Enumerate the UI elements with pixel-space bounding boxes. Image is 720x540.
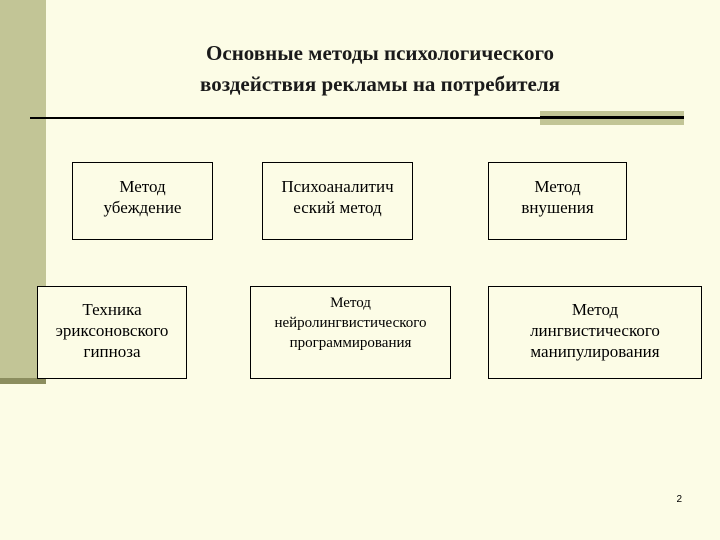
method-box-ericksonian-hypnosis: Техника эриксоновского гипноза [37, 286, 187, 379]
slide-title-line-2: воздействия рекламы на потребителя [200, 72, 560, 96]
method-box-label: Метод [330, 294, 371, 311]
method-box-label: эриксоновского [55, 321, 169, 340]
method-box-label: внушения [521, 198, 594, 217]
method-box-label: убеждение [103, 198, 182, 217]
method-box-label: Техника [82, 300, 142, 319]
method-box-label: Метод [534, 177, 581, 196]
method-box-label: Метод [119, 177, 166, 196]
method-box-label: Метод [571, 300, 619, 319]
method-box-persuasion: Метод убеждение [72, 162, 213, 240]
page-number: 2 [676, 494, 682, 505]
slide-title: Основные методы психологического воздейс… [100, 38, 660, 100]
method-box-linguistic-manipulation: Метод лингвистического манипулирования [488, 286, 702, 379]
title-rule-accent-line [540, 116, 684, 119]
method-box-label: программирования [289, 334, 412, 351]
method-box-label: манипулирования [530, 342, 660, 361]
method-box-label: Психоаналитич [281, 177, 394, 196]
method-box-label: гипноза [83, 342, 141, 361]
method-box-suggestion: Метод внушения [488, 162, 627, 240]
title-rule [30, 117, 684, 119]
method-box-nlp: Метод нейролингвистического программиров… [250, 286, 451, 379]
slide-title-line-1: Основные методы психологического [206, 41, 554, 65]
method-box-psychoanalytic: Психоаналитич еский метод [262, 162, 413, 240]
method-box-label: лингвистического [530, 321, 660, 340]
left-accent-bar-base [0, 378, 46, 384]
method-box-label: еский метод [293, 198, 382, 217]
method-box-label: нейролингвистического [274, 314, 427, 331]
